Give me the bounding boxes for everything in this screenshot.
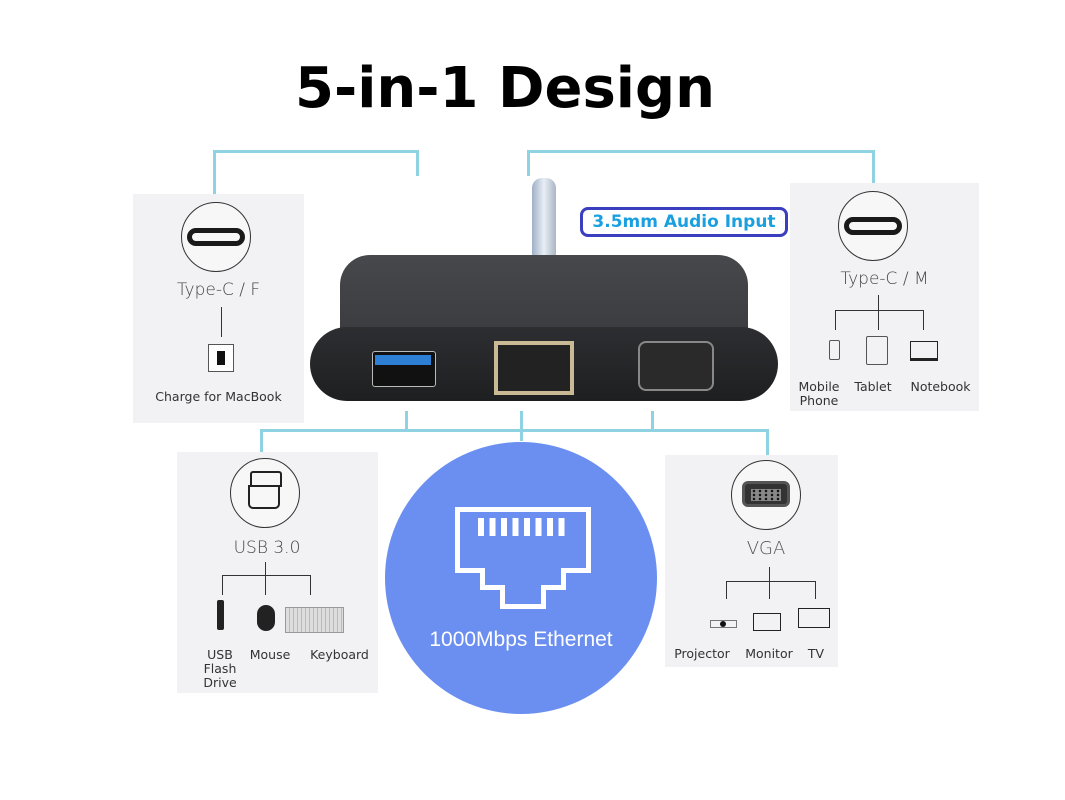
sub-label: Projector bbox=[674, 646, 730, 661]
sub-label: Tablet bbox=[854, 379, 892, 394]
tv-icon bbox=[798, 608, 830, 628]
branch-line bbox=[835, 310, 836, 330]
branch-line bbox=[878, 295, 879, 310]
branch-line bbox=[221, 307, 222, 337]
usb-port-circle bbox=[230, 458, 300, 528]
usb-icon bbox=[250, 471, 282, 487]
vga-port bbox=[638, 341, 714, 391]
panel-typec-female: Type-C / F Charge for MacBook bbox=[133, 194, 304, 423]
connector-line bbox=[527, 150, 530, 176]
connector-line bbox=[260, 429, 768, 432]
branch-line bbox=[923, 310, 924, 330]
port-label: VGA bbox=[746, 538, 786, 559]
rj45-port bbox=[494, 341, 574, 395]
branch-line bbox=[769, 581, 770, 599]
page-title: 5-in-1 Design bbox=[295, 56, 715, 121]
branch-line bbox=[265, 575, 266, 595]
sub-label: Charge for MacBook bbox=[155, 389, 282, 404]
connector-line bbox=[520, 411, 523, 441]
flash-drive-icon bbox=[217, 600, 224, 630]
branch-line bbox=[265, 562, 266, 575]
mouse-icon bbox=[257, 605, 275, 631]
port-label: Type-C / F bbox=[176, 280, 261, 300]
connector-line bbox=[872, 150, 875, 195]
ethernet-label: 1000Mbps Ethernet bbox=[429, 628, 613, 651]
typec-icon bbox=[844, 217, 902, 235]
sub-label: Mouse bbox=[249, 647, 291, 662]
branch-line bbox=[769, 567, 770, 581]
sub-label: Keyboard bbox=[310, 647, 369, 662]
branch-line bbox=[878, 310, 879, 330]
usb-a-port bbox=[372, 351, 436, 387]
port-label: USB 3.0 bbox=[233, 538, 301, 558]
sub-label: TV bbox=[807, 646, 825, 661]
branch-line bbox=[222, 575, 223, 595]
laptop-icon bbox=[910, 341, 938, 361]
connector-line bbox=[405, 411, 408, 431]
rj45-icon bbox=[455, 507, 591, 573]
branch-line bbox=[726, 581, 727, 599]
device-front-face bbox=[310, 327, 778, 401]
connector-line bbox=[766, 429, 769, 464]
vga-port-circle bbox=[731, 460, 801, 530]
phone-icon bbox=[829, 340, 840, 360]
typec-icon bbox=[187, 228, 245, 246]
connector-line bbox=[416, 150, 419, 176]
sub-label: Monitor bbox=[745, 646, 793, 661]
usb-c-cable bbox=[532, 178, 556, 258]
typec-port-circle bbox=[181, 202, 251, 272]
branch-line bbox=[815, 581, 816, 599]
branch-line bbox=[726, 581, 815, 582]
connector-line bbox=[213, 150, 216, 200]
connector-line bbox=[260, 429, 263, 459]
adapter-device bbox=[310, 255, 778, 401]
branch-line bbox=[222, 575, 311, 576]
connector-line bbox=[651, 411, 654, 431]
panel-vga: VGA Projector Monitor TV bbox=[665, 455, 838, 667]
port-label: Type-C / M bbox=[840, 269, 929, 289]
vga-icon bbox=[742, 481, 790, 507]
keyboard-icon bbox=[285, 607, 344, 633]
branch-line bbox=[835, 310, 923, 311]
monitor-icon bbox=[753, 613, 781, 631]
sub-label: Notebook bbox=[910, 379, 971, 394]
audio-input-callout: 3.5mm Audio Input bbox=[580, 207, 788, 237]
branch-line bbox=[310, 575, 311, 595]
ethernet-circle bbox=[385, 442, 657, 714]
charger-icon bbox=[208, 344, 234, 372]
typec-port-circle bbox=[838, 191, 908, 261]
projector-icon bbox=[710, 620, 737, 628]
tablet-icon bbox=[866, 336, 888, 365]
connector-line bbox=[527, 150, 875, 153]
connector-line bbox=[213, 150, 419, 153]
